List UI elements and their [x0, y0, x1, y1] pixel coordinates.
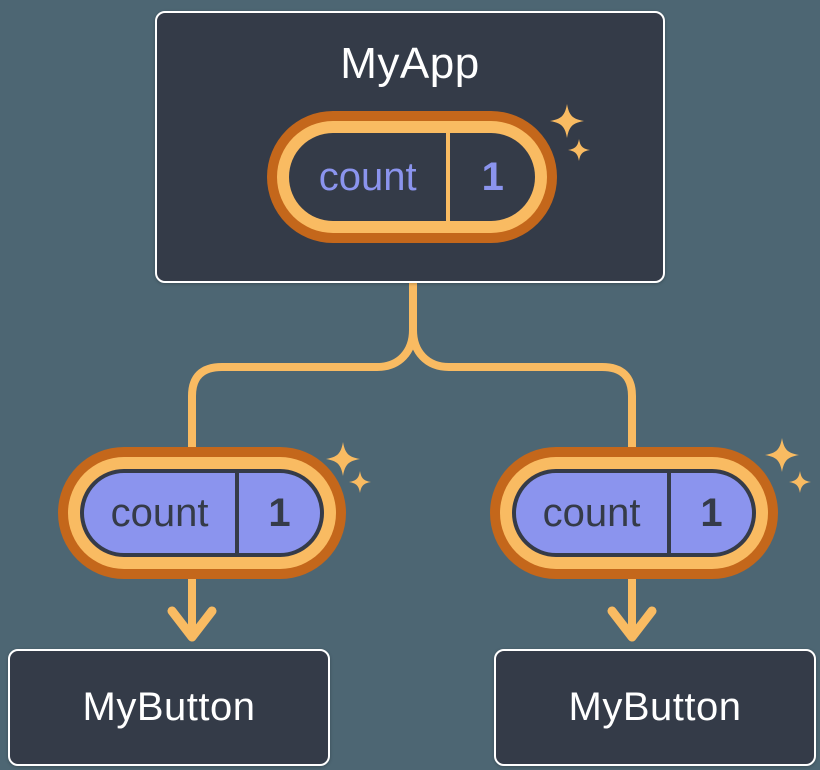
state-pill-myapp: count 1 — [267, 111, 557, 243]
state-value: 1 — [481, 154, 504, 199]
sparkle-icon — [550, 104, 584, 138]
arrow-down-icon — [607, 606, 657, 642]
pill-ring: count 1 — [68, 457, 336, 569]
state-name: count — [110, 490, 209, 535]
pill-divider — [446, 133, 451, 221]
node-title: MyApp — [340, 39, 480, 88]
sparkle-icon — [349, 471, 371, 493]
mybutton-node-right: MyButton — [494, 649, 816, 766]
state-pill-left: count 1 — [58, 447, 346, 579]
pill-ring: count 1 — [500, 457, 768, 569]
state-value: 1 — [268, 490, 291, 535]
state-value: 1 — [700, 490, 723, 535]
state-pill-right: count 1 — [490, 447, 778, 579]
sparkle-icon — [765, 438, 799, 472]
sparkle-icon — [568, 139, 590, 161]
branch-right-line — [409, 281, 636, 633]
pill-body: count 1 — [80, 469, 324, 557]
pill-body: count 1 — [289, 133, 535, 221]
state-name: count — [542, 490, 641, 535]
node-title: MyButton — [568, 685, 742, 729]
mybutton-node-left: MyButton — [8, 649, 330, 766]
sparkle-icon — [326, 442, 360, 476]
pill-divider — [667, 473, 672, 553]
pill-divider — [235, 473, 240, 553]
pill-ring: count 1 — [277, 121, 547, 233]
arrow-down-icon — [167, 606, 217, 642]
sparkle-icon — [789, 471, 811, 493]
state-name: count — [318, 154, 417, 199]
pill-body: count 1 — [512, 469, 756, 557]
node-title: MyButton — [82, 685, 256, 729]
